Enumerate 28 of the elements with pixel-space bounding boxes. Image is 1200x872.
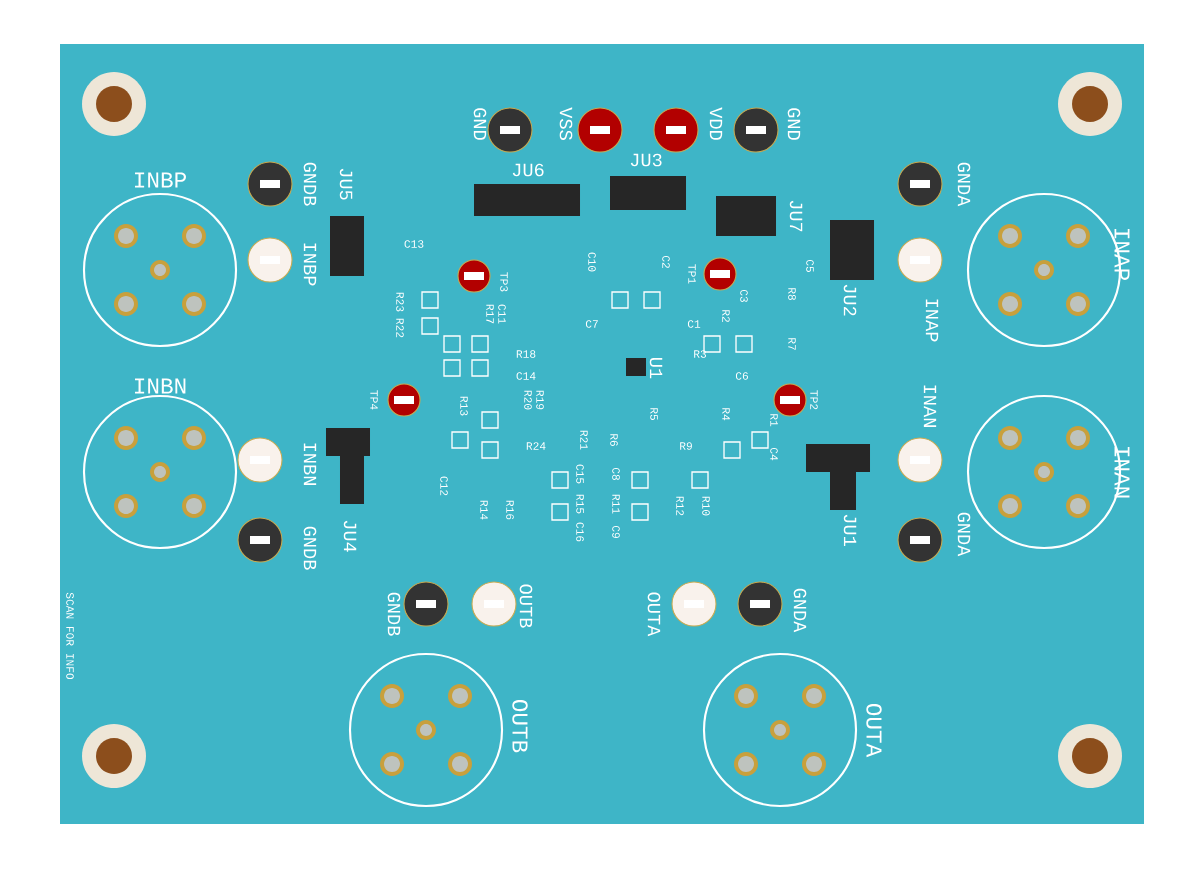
- silkscreen-label: INAN: [923, 385, 937, 427]
- silkscreen-label: GNDA: [957, 512, 971, 557]
- silkscreen-label: GNDB: [387, 592, 401, 636]
- silkscreen-label: JU4: [343, 520, 357, 552]
- silkscreen-label: OUTB: [512, 699, 528, 753]
- silkscreen-label: GND: [787, 108, 801, 140]
- silkscreen-label: OUTB: [519, 584, 533, 628]
- silkscreen-label: VDD: [709, 107, 723, 140]
- silkscreen-label: VSS: [559, 107, 573, 140]
- silkscreen-label: OUTA: [866, 703, 882, 758]
- silkscreen-label: INAP: [925, 299, 939, 342]
- silkscreen-label: GNDB: [303, 162, 317, 206]
- silkscreen-label: JU5: [339, 168, 353, 200]
- silkscreen-label: JU6: [512, 163, 544, 177]
- silkscreen-label: JU7: [789, 200, 803, 232]
- silkscreen-label: JU1: [843, 514, 857, 546]
- silkscreen-label: GNDA: [957, 162, 971, 207]
- silkscreen-label: GND: [473, 108, 487, 140]
- silkscreen-label: JU3: [630, 153, 662, 167]
- silkscreen-label: GNDA: [793, 588, 807, 633]
- silkscreen-label: INBN: [135, 378, 186, 394]
- silkscreen-label: INBP: [135, 172, 186, 188]
- silkscreen-label: OUTA: [647, 592, 661, 637]
- silkscreen-label: INBP: [303, 243, 317, 286]
- silkscreen-label: INBN: [303, 443, 317, 485]
- silkscreen-label: GNDB: [303, 526, 317, 570]
- silkscreen-label: JU2: [843, 284, 857, 316]
- silkscreen-label: U1: [649, 358, 663, 379]
